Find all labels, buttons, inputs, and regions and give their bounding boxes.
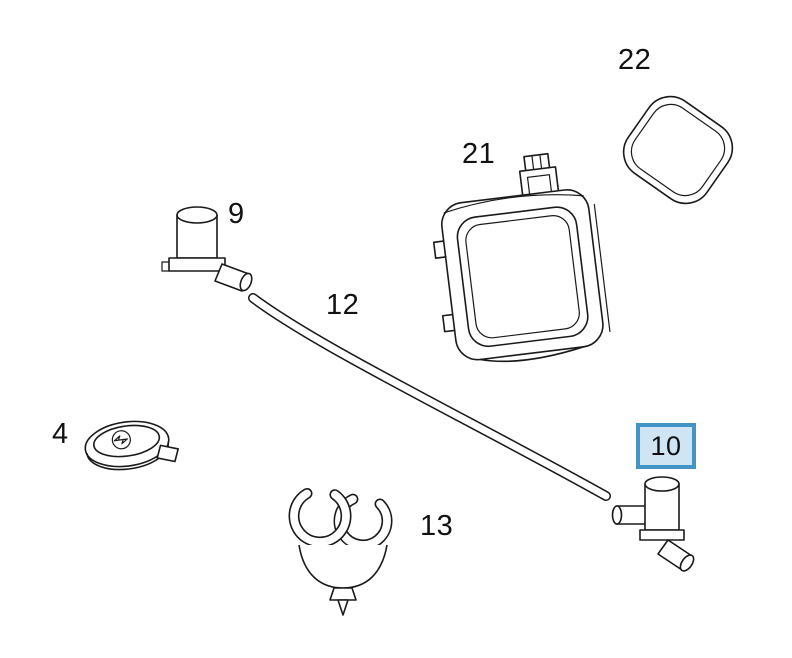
part-label-12[interactable]: 12	[326, 289, 360, 321]
part-label-10-selected[interactable]: 10	[636, 423, 696, 469]
part-13-drawing-clip	[288, 488, 393, 616]
part-21-drawing-module	[432, 152, 611, 363]
part-12-drawing-hose	[248, 293, 611, 501]
part-10-drawing-connector	[611, 476, 695, 572]
part-9-drawing-nozzle	[161, 206, 253, 292]
part-4-drawing-cap	[84, 420, 179, 471]
part-label-22[interactable]: 22	[618, 44, 652, 76]
part-label-13[interactable]: 13	[420, 510, 454, 542]
part-label-9[interactable]: 9	[228, 198, 245, 230]
part-label-4[interactable]: 4	[52, 418, 69, 450]
part-22-drawing-pad	[622, 95, 734, 205]
part-label-21[interactable]: 21	[462, 138, 496, 170]
